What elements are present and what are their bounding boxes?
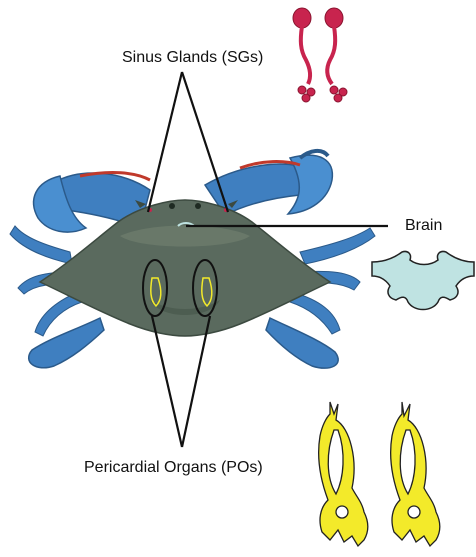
- brain-label: Brain: [405, 218, 442, 234]
- sinus-glands-label: Sinus Glands (SGs): [122, 50, 263, 66]
- brain-icon: [372, 251, 474, 309]
- blue-crab-photo: [10, 151, 375, 368]
- pericardial-organs-icon: [319, 402, 440, 546]
- pericardial-organs-label: Pericardial Organs (POs): [84, 460, 263, 476]
- sinus-gland-left-line: [148, 72, 182, 212]
- sinus-glands-icon: [293, 8, 347, 102]
- sinus-gland-right-line: [182, 72, 228, 212]
